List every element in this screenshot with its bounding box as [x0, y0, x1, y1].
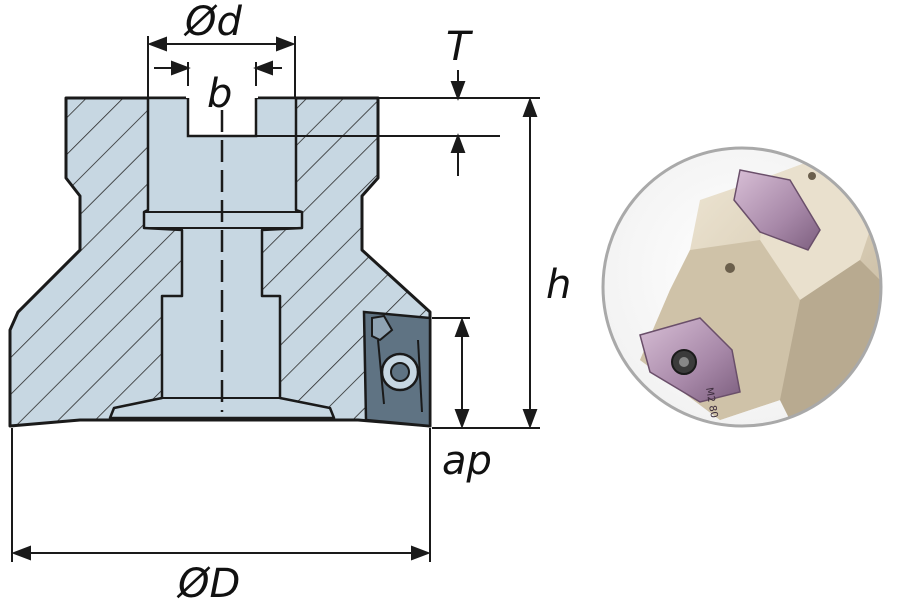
dimension-height — [432, 97, 540, 429]
height-label: h — [546, 262, 571, 308]
dimension-depth-of-cut — [432, 317, 470, 429]
dimension-keyway-depth — [256, 70, 540, 176]
cutter-body-section — [8, 80, 432, 428]
dimension-cutter-diameter — [11, 428, 431, 562]
keyway-depth-label: T — [446, 24, 474, 70]
cutting-insert — [362, 310, 432, 428]
dimension-keyway-width — [154, 60, 282, 86]
bore-diameter-label: Ød — [183, 0, 242, 45]
keyway-width-label: b — [207, 71, 232, 117]
dimension-bore-diameter — [147, 36, 296, 98]
product-photo-inset: M2 80 — [601, 146, 883, 428]
insert-marking: M2 80 — [703, 387, 719, 419]
depth-of-cut-label: ap — [442, 438, 492, 484]
photo-insert-top — [733, 169, 821, 251]
cutter-diameter-label: ØD — [176, 561, 240, 603]
